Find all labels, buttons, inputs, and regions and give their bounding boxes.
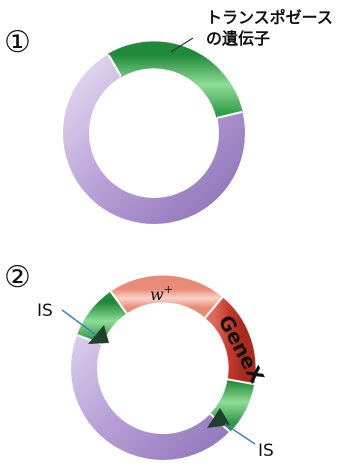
is-leader-right [225, 424, 255, 444]
transposase-gene-segment [115, 55, 230, 115]
panel-2: ② IS IS w+ GeneX [4, 260, 274, 461]
w-plus-superscript: + [164, 283, 173, 296]
w-plus-base: w [150, 285, 164, 304]
panel-2-number: ② [4, 260, 31, 295]
transposase-label-line-2: の遺伝子 [206, 29, 270, 48]
panel-1-number: ① [4, 25, 31, 60]
is-label-left: IS [37, 301, 53, 321]
is-label-right: IS [258, 441, 274, 461]
panel-1: ① トランスポゼース の遺伝子 [4, 8, 333, 211]
transposase-label-line-1: トランスポゼース [206, 8, 333, 27]
